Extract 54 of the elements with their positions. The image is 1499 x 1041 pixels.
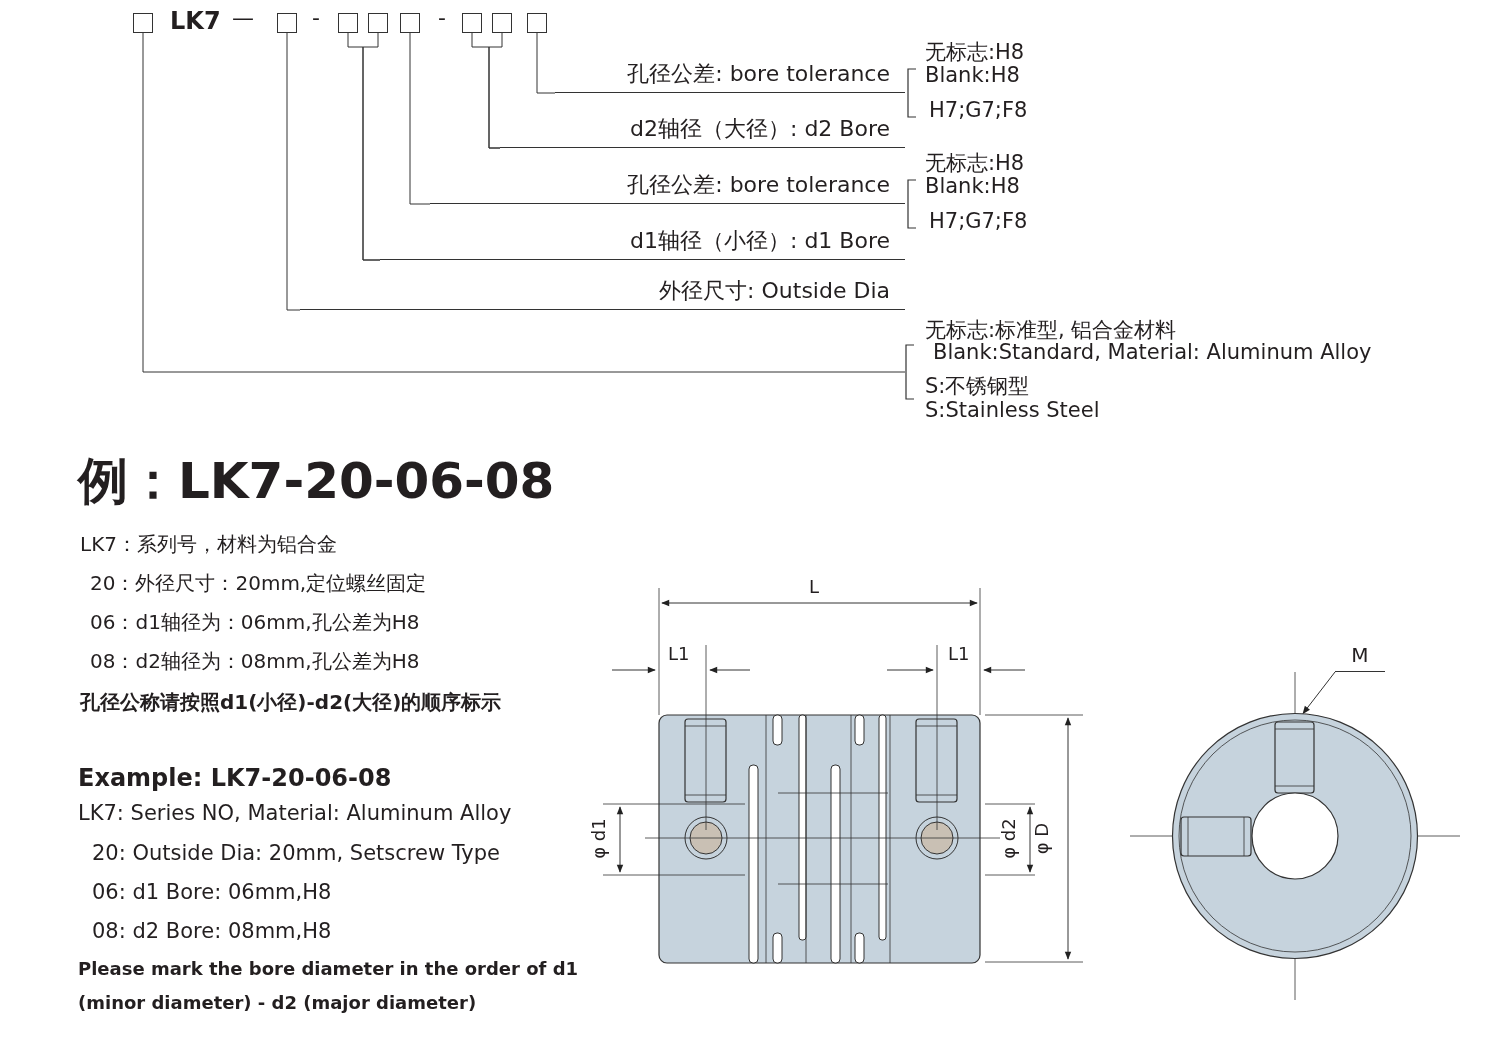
- option-text: S:不锈钢型: [925, 373, 1030, 400]
- leader-label: d1轴径（小径）: d1 Bore: [380, 225, 905, 260]
- note-text: 08: d2 Bore: 08mm,H8: [92, 919, 332, 943]
- option-text: Blank:H8: [925, 63, 1020, 87]
- coupling-end-view: [1172, 713, 1418, 959]
- leader-label: 外径尺寸: Outside Dia: [300, 275, 905, 310]
- dimension-label: L1: [668, 643, 690, 664]
- example-heading: 例：LK7-20-06-08: [78, 451, 555, 512]
- option-text: Blank:Standard, Material: Aluminum Alloy: [933, 340, 1372, 364]
- callout-label: M: [1335, 641, 1385, 672]
- leader-line: [409, 32, 431, 205]
- code-slot-box: [492, 13, 512, 33]
- leader-label: 孔径公差: bore tolerance: [555, 58, 905, 93]
- note-text: 06：d1轴径为：06mm,孔公差为H8: [90, 609, 420, 636]
- option-text: 无标志:H8: [925, 39, 1025, 66]
- separator-dash: -: [312, 5, 320, 30]
- note-text: 20: Outside Dia: 20mm, Setscrew Type: [92, 841, 500, 865]
- leader-line: [142, 32, 906, 373]
- dimension-label: φ D: [1031, 822, 1053, 855]
- note-text: 20：外径尺寸：20mm,定位螺丝固定: [90, 570, 427, 597]
- code-slot-box: [368, 13, 388, 33]
- code-slot-box: [133, 13, 153, 33]
- leader-label: 孔径公差: bore tolerance: [430, 169, 905, 204]
- code-text: LK7: [170, 7, 221, 35]
- separator-dash: —: [232, 5, 254, 30]
- leader-line: [488, 32, 503, 149]
- option-text: 无标志:H8: [925, 150, 1025, 177]
- option-text: H7;G7;F8: [929, 209, 1028, 233]
- leader-line: [1302, 671, 1336, 715]
- leader-line: [536, 32, 556, 94]
- leader-line: [286, 32, 301, 311]
- code-slot-box: [338, 13, 358, 33]
- note-text: LK7: Series NO, Material: Aluminum Alloy: [78, 801, 512, 825]
- option-text: S:Stainless Steel: [925, 398, 1100, 422]
- separator-dash: -: [438, 5, 446, 30]
- code-slot-box: [400, 13, 420, 33]
- note-text: 06: d1 Bore: 06mm,H8: [92, 880, 332, 904]
- dimension-label: L1: [948, 643, 970, 664]
- option-text: H7;G7;F8: [929, 98, 1028, 122]
- option-text: 无标志:标准型, 铝合金材料: [925, 317, 1177, 343]
- note-text: LK7：系列号，材料为铝合金: [80, 531, 337, 558]
- example-heading: Example: LK7-20-06-08: [78, 764, 392, 792]
- code-slot-box: [462, 13, 482, 33]
- dimension-label: L: [809, 576, 820, 597]
- dimension-label: φ d2: [997, 818, 1019, 859]
- code-slot-box: [527, 13, 547, 33]
- note-text: 孔径公称请按照d1(小径)-d2(大径)的顺序标示: [80, 689, 502, 716]
- dimension-label: φ d1: [587, 818, 609, 859]
- code-slot-box: [277, 13, 297, 33]
- note-text: Please mark the bore diameter in the order of d1 (minor diameter) - d2 (major diameter): [78, 957, 580, 1015]
- note-text: 08：d2轴径为：08mm,孔公差为H8: [90, 648, 420, 675]
- leader-label: d2轴径（大径）: d2 Bore: [500, 113, 905, 148]
- leader-line: [362, 32, 381, 261]
- option-text: Blank:H8: [925, 174, 1020, 198]
